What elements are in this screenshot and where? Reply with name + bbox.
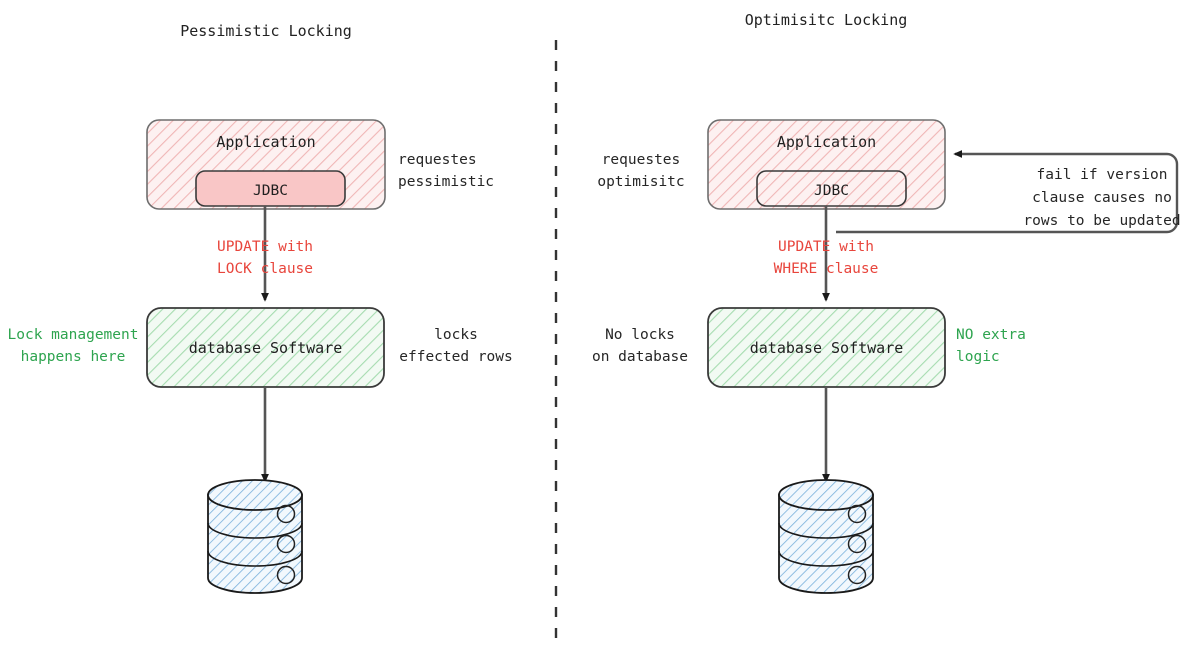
right-application-label: Application bbox=[776, 133, 877, 151]
right-database-software-label: database Software bbox=[749, 339, 904, 357]
right-jdbc-label: JDBC bbox=[814, 183, 849, 199]
left-jdbc-label: JDBC bbox=[253, 183, 288, 199]
right-feedback-note: fail if version clause causes no rows to… bbox=[1023, 167, 1181, 229]
left-panel-title: Pessimistic Locking bbox=[180, 22, 352, 40]
left-update-arrow-label: UPDATE with LOCK clause bbox=[216, 239, 314, 277]
left-application-label: Application bbox=[216, 133, 316, 151]
left-request-note: requestes pessimistic bbox=[398, 152, 495, 190]
right-update-arrow-label: UPDATE with WHERE clause bbox=[773, 239, 879, 277]
left-database-cylinder bbox=[207, 479, 303, 594]
right-panel-title: Optimisitc Locking bbox=[744, 11, 908, 29]
right-db-note-left: No locks on database bbox=[591, 327, 689, 365]
left-db-note-right: locks effected rows bbox=[399, 327, 513, 365]
left-db-note-left: Lock management happens here bbox=[7, 327, 139, 365]
left-database-software-label: database Software bbox=[188, 339, 343, 357]
right-request-note: requestes optimisitc bbox=[597, 152, 685, 190]
right-database-cylinder bbox=[778, 479, 874, 594]
right-db-note-right: NO extra logic bbox=[956, 327, 1026, 365]
